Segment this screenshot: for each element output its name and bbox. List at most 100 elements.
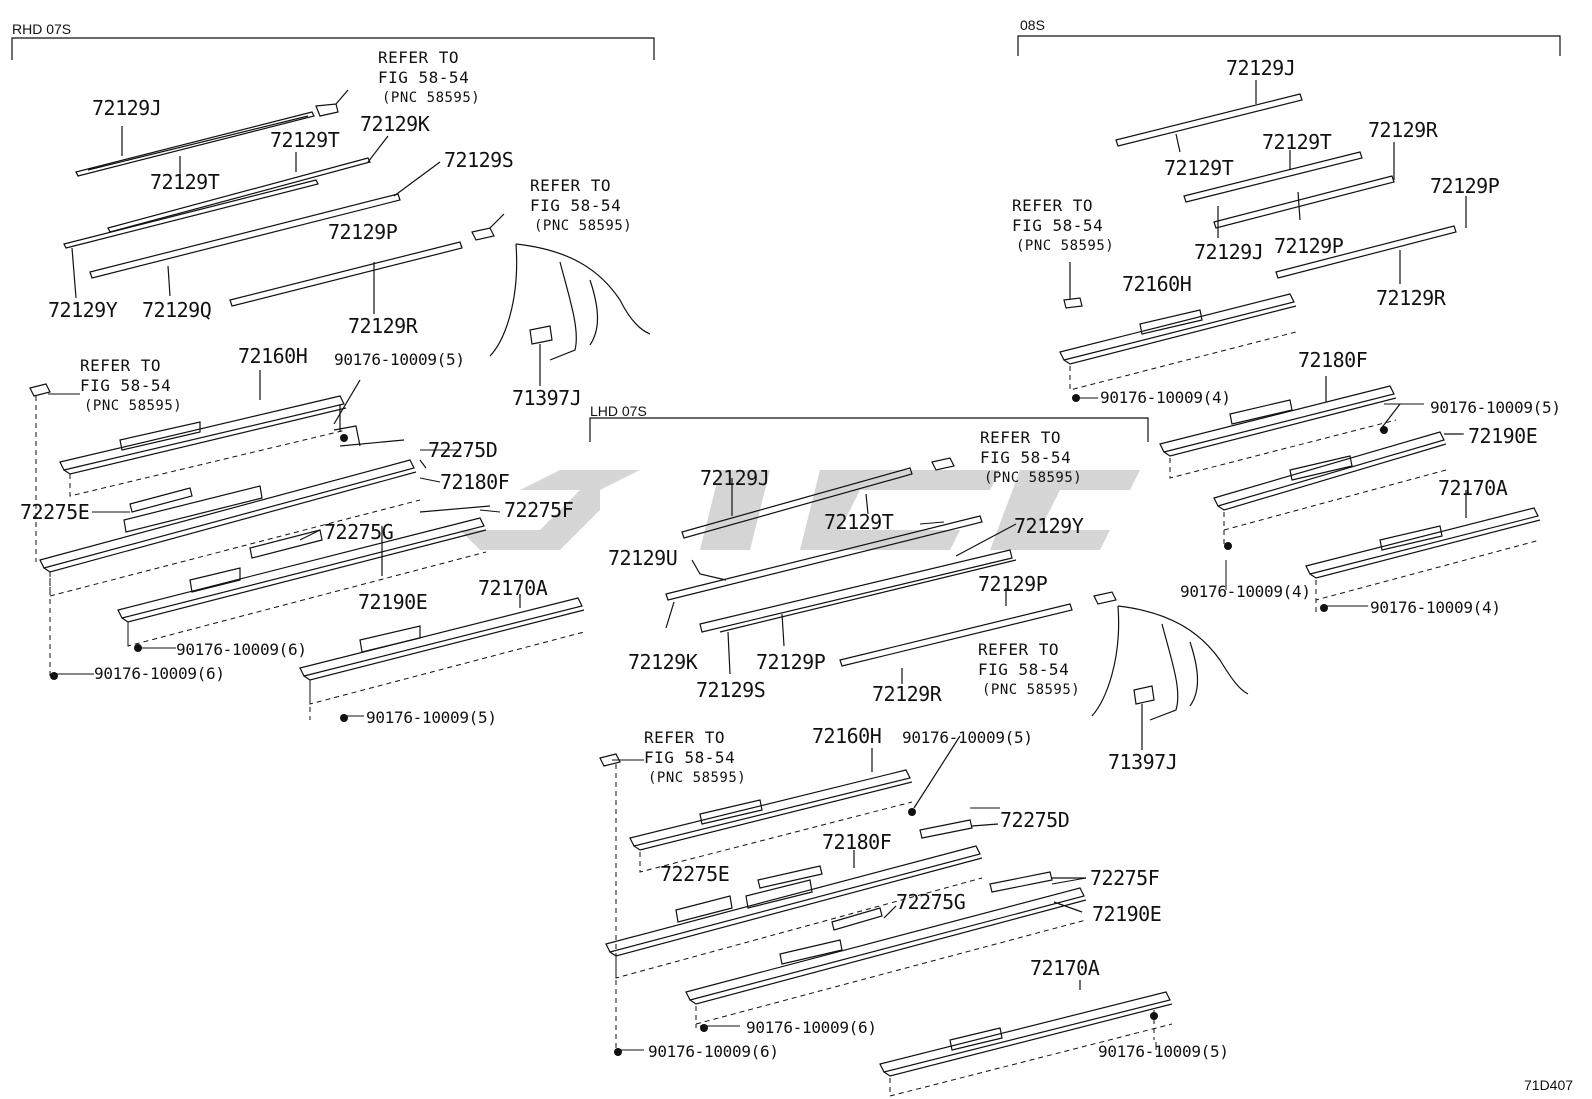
s08-rails	[1059, 293, 1541, 579]
lhd-bracket	[589, 417, 1149, 442]
part-label-72180F[interactable]: 72180F	[822, 830, 892, 854]
part-label-72275G[interactable]: 72275G	[896, 890, 966, 914]
part-label-72129Y[interactable]: 72129Y	[1014, 514, 1084, 538]
fastener-icon	[340, 434, 348, 442]
part-label-72129U[interactable]: 72129U	[608, 546, 678, 570]
lhd-strips	[665, 457, 1117, 684]
part-label-72129J[interactable]: 72129J	[92, 96, 162, 120]
part-label-72180F[interactable]: 72180F	[1298, 348, 1368, 372]
part-label-72129P[interactable]: 72129P	[328, 220, 398, 244]
part-label-72275D[interactable]: 72275D	[1000, 808, 1070, 832]
fastener-label[interactable]: 90176-10009(6)	[176, 640, 307, 659]
part-label-72275E[interactable]: 72275E	[20, 500, 90, 524]
pillar-sketch-rhd	[489, 243, 651, 386]
illustration-code: 71D407	[1524, 1077, 1574, 1093]
parts-lines	[39, 80, 1541, 1077]
part-label-72180F[interactable]: 72180F	[440, 470, 510, 494]
fastener-icon	[1380, 426, 1388, 434]
part-label-72160H[interactable]: 72160H	[812, 724, 882, 748]
part-label-72129R[interactable]: 72129R	[348, 314, 418, 338]
fastener-label[interactable]: 90176-10009(5)	[334, 350, 465, 369]
fastener-icon	[908, 808, 916, 816]
pillar-sketch-lhd	[1091, 605, 1249, 750]
part-label-72129J[interactable]: 72129J	[700, 466, 770, 490]
group-label-08s: 08S	[1020, 17, 1045, 33]
fastener-icon	[614, 1048, 622, 1056]
part-label-72129J[interactable]: 72129J	[1194, 240, 1264, 264]
fastener-label[interactable]: 90176-10009(4)	[1100, 388, 1231, 407]
fastener-label[interactable]: 90176-10009(6)	[648, 1042, 779, 1061]
fastener-icon	[340, 714, 348, 722]
rhd-strips	[63, 89, 505, 314]
s08-bracket	[1017, 35, 1561, 56]
lhd-rails	[605, 735, 1173, 1077]
part-label-72160H[interactable]: 72160H	[238, 344, 308, 368]
part-label-72129T[interactable]: 72129T	[150, 170, 220, 194]
group-label-lhd: LHD 07S	[590, 403, 647, 419]
fastener-icon	[1072, 394, 1080, 402]
part-label-72275E[interactable]: 72275E	[660, 862, 730, 886]
fastener-label[interactable]: 90176-10009(6)	[94, 664, 225, 683]
part-label-72275G[interactable]: 72275G	[324, 520, 394, 544]
part-label-72129R[interactable]: 72129R	[872, 682, 942, 706]
fastener-label[interactable]: 90176-10009(5)	[902, 728, 1033, 747]
fastener-label[interactable]: 90176-10009(5)	[1430, 398, 1561, 417]
part-label-72190E[interactable]: 72190E	[1092, 902, 1162, 926]
part-label-72275D[interactable]: 72275D	[428, 438, 498, 462]
part-label-72129S[interactable]: 72129S	[444, 148, 514, 172]
part-label-72129Y[interactable]: 72129Y	[48, 298, 118, 322]
fastener-label[interactable]: 90176-10009(5)	[1098, 1042, 1229, 1061]
part-label-72275F[interactable]: 72275F	[504, 498, 574, 522]
group-label-rhd: RHD 07S	[12, 21, 72, 37]
clip-icon	[599, 753, 621, 767]
rhd-bracket	[11, 37, 655, 60]
part-label-72170A[interactable]: 72170A	[478, 576, 548, 600]
fastener-label[interactable]: 90176-10009(4)	[1370, 598, 1501, 617]
part-label-72129S[interactable]: 72129S	[696, 678, 766, 702]
part-label-72129P[interactable]: 72129P	[1274, 234, 1344, 258]
dashed-leaders	[35, 331, 1541, 1097]
label-leaders	[48, 262, 1464, 1051]
fastener-icon	[134, 644, 142, 652]
part-label-72190E[interactable]: 72190E	[1468, 424, 1538, 448]
part-label-72129R[interactable]: 72129R	[1368, 118, 1438, 142]
fastener-label[interactable]: 90176-10009(5)	[366, 708, 497, 727]
fastener-icon	[1224, 542, 1232, 550]
part-label-72170A[interactable]: 72170A	[1030, 956, 1100, 980]
part-label-72190E[interactable]: 72190E	[358, 590, 428, 614]
fastener-icon	[1320, 604, 1328, 612]
rhd-rails	[39, 370, 585, 681]
part-label-71397J[interactable]: 71397J	[512, 386, 582, 410]
part-label-72129P[interactable]: 72129P	[978, 572, 1048, 596]
part-label-72160H[interactable]: 72160H	[1122, 272, 1192, 296]
part-label-72129K[interactable]: 72129K	[360, 112, 430, 136]
fastener-label[interactable]: 90176-10009(4)	[1180, 582, 1311, 601]
part-label-72129T[interactable]: 72129T	[1262, 130, 1332, 154]
part-label-72129Q[interactable]: 72129Q	[142, 298, 212, 322]
part-label-72129P[interactable]: 72129P	[1430, 174, 1500, 198]
part-label-72170A[interactable]: 72170A	[1438, 476, 1508, 500]
part-label-72275F[interactable]: 72275F	[1090, 866, 1160, 890]
part-label-72129T[interactable]: 72129T	[1164, 156, 1234, 180]
part-label-72129T[interactable]: 72129T	[824, 510, 894, 534]
fastener-label[interactable]: 90176-10009(6)	[746, 1018, 877, 1037]
part-label-72129T[interactable]: 72129T	[270, 128, 340, 152]
part-label-72129J[interactable]: 72129J	[1226, 56, 1296, 80]
part-label-71397J[interactable]: 71397J	[1108, 750, 1178, 774]
part-label-72129K[interactable]: 72129K	[628, 650, 698, 674]
fastener-icon	[700, 1024, 708, 1032]
part-label-72129P[interactable]: 72129P	[756, 650, 826, 674]
group-brackets	[11, 35, 1561, 442]
part-label-72129R[interactable]: 72129R	[1376, 286, 1446, 310]
fastener-icon	[1150, 1012, 1158, 1020]
clip-icons	[29, 383, 621, 767]
